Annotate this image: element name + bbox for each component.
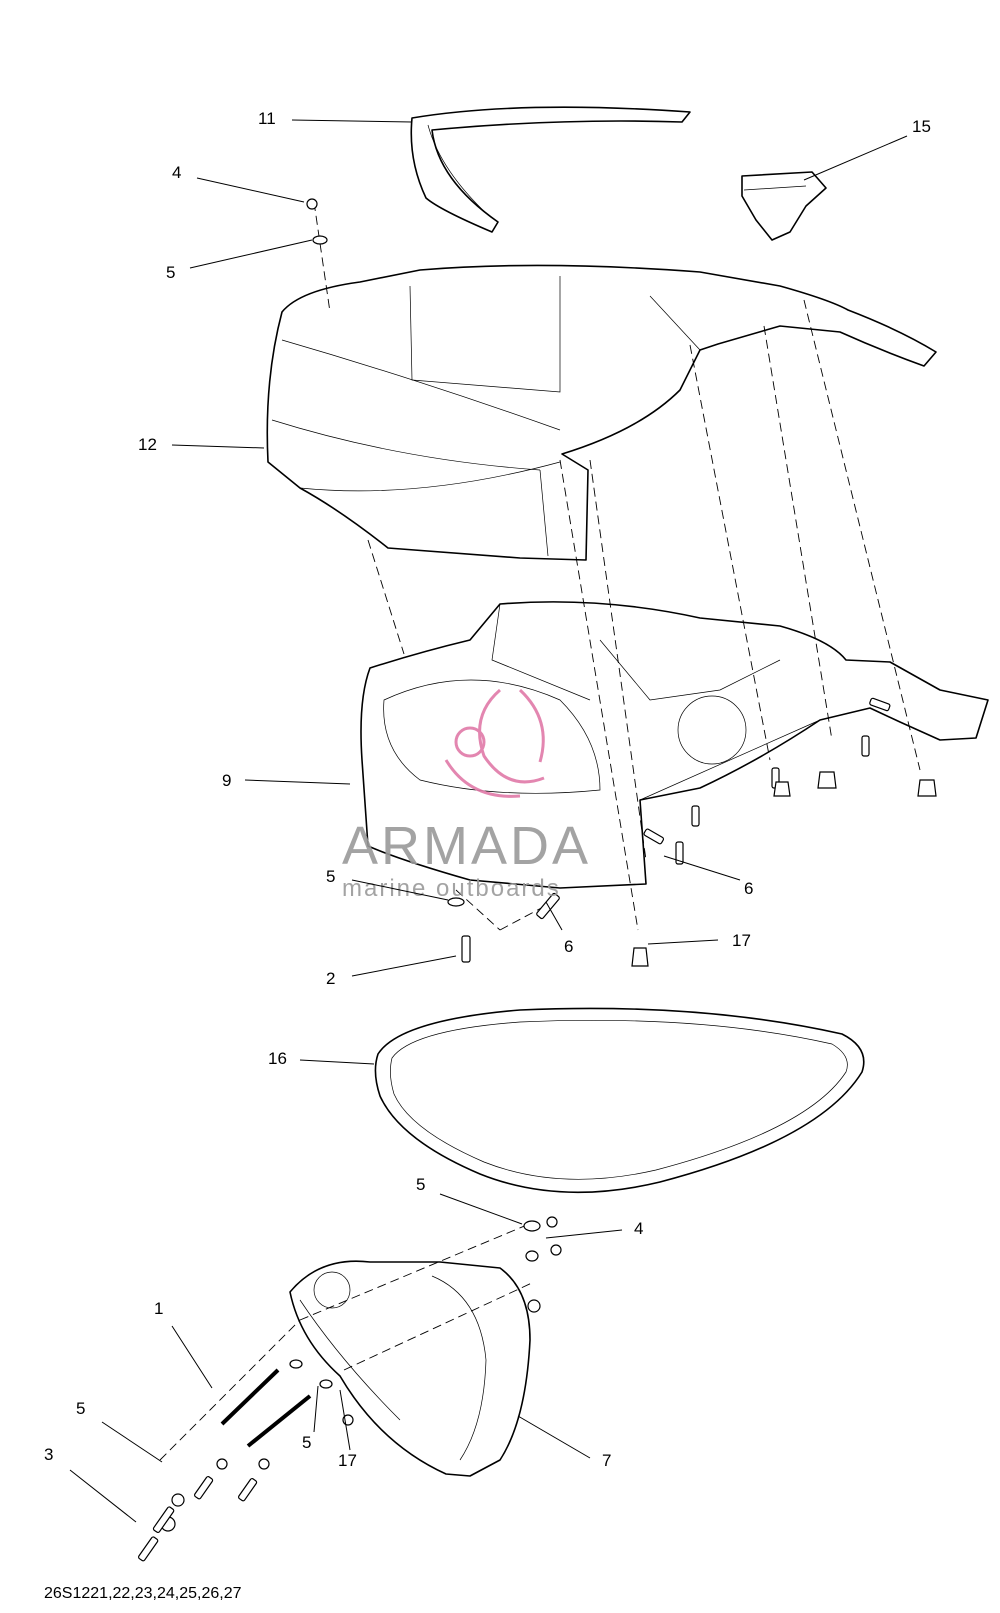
callout-17-housing: 17 — [732, 931, 751, 950]
part-9-lower-housing — [360, 601, 989, 889]
callout-6-right: 6 — [744, 879, 753, 898]
callout-5-lower: 5 — [302, 1433, 311, 1452]
callout-labels: 11 15 4 5 12 9 5 6 6 17 2 16 5 4 1 5 5 3… — [44, 109, 931, 1470]
diagram-code: 26S1221,22,23,24,25,26,27 — [44, 1585, 242, 1602]
armada-logo-mark — [444, 688, 545, 798]
part-7-bracket — [289, 1260, 531, 1477]
callout-1: 1 — [154, 1299, 163, 1318]
callout-16: 16 — [268, 1049, 287, 1068]
watermark-brand: ARMADA — [342, 816, 591, 876]
callout-3: 3 — [44, 1445, 53, 1464]
part-15-clip — [741, 171, 827, 241]
callout-5-housing: 5 — [326, 867, 335, 886]
assembly-lines — [159, 201, 921, 1461]
callout-15: 15 — [912, 117, 931, 136]
part-11-trim-strip — [410, 106, 691, 233]
callout-4-upper: 4 — [172, 163, 181, 182]
part-12-upper-cover — [266, 264, 937, 561]
leader-lines — [69, 119, 908, 1523]
callout-6-center: 6 — [564, 937, 573, 956]
hardware — [138, 198, 937, 1562]
callout-5-bracket-top: 5 — [416, 1175, 425, 1194]
callout-12: 12 — [138, 435, 157, 454]
part-16-seal-ring — [374, 1007, 865, 1194]
callout-17-bracket: 17 — [338, 1451, 357, 1470]
callout-9: 9 — [222, 771, 231, 790]
callout-11: 11 — [258, 109, 276, 128]
callout-5-left: 5 — [76, 1399, 85, 1418]
callout-4-bracket: 4 — [634, 1219, 643, 1238]
callout-2: 2 — [326, 969, 335, 988]
watermark-tagline: marine outboards — [342, 875, 561, 902]
callout-7: 7 — [602, 1451, 611, 1470]
callout-5-upper: 5 — [166, 263, 175, 282]
armada-watermark: ARMADA marine outboards — [342, 688, 591, 902]
